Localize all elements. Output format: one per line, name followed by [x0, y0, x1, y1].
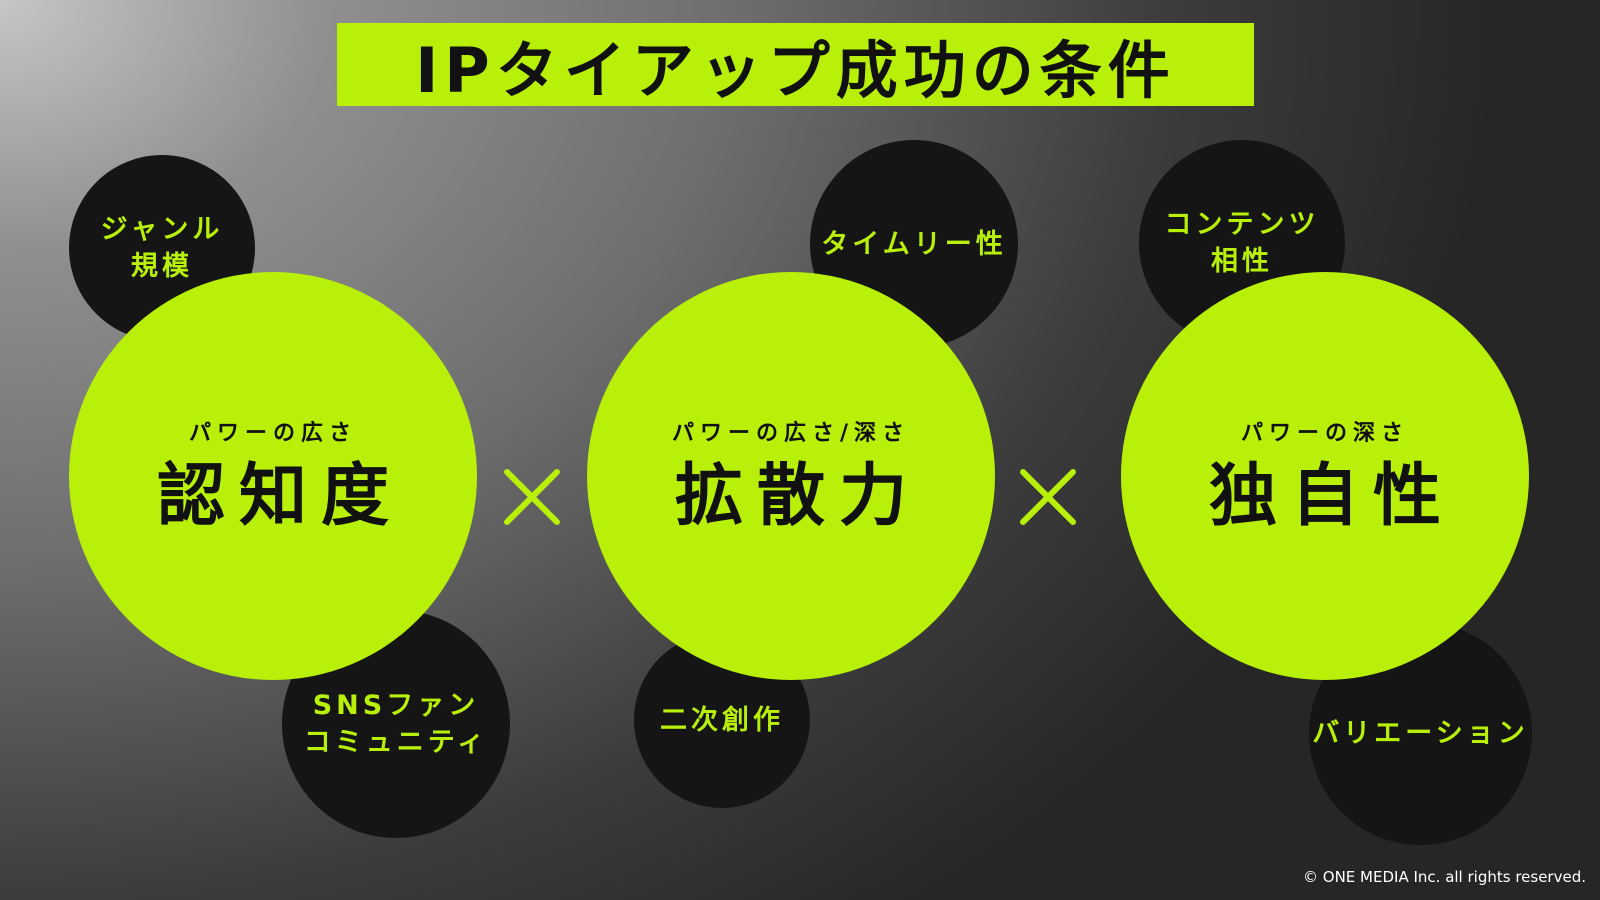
pillar-subtitle: パワーの深さ — [1240, 421, 1409, 446]
multiply-icon — [1020, 469, 1076, 525]
pillar-subtitle: パワーの広さ — [188, 421, 357, 446]
pillar-awareness: パワーの広さ 認知度 — [69, 272, 477, 680]
copyright-notice: © ONE MEDIA Inc. all rights reserved. — [1303, 868, 1586, 886]
factor-label: コンテンツ 相性 — [1164, 209, 1320, 277]
factor-label: タイムリー性 — [821, 228, 1007, 260]
page-title: IPタイアップ成功の条件 — [415, 33, 1176, 107]
pillar-label: 拡散力 — [674, 457, 921, 536]
factor-label: ジャンル 規模 — [100, 214, 224, 282]
factor-sns-fan-community: SNSファン コミュニティ — [282, 610, 510, 838]
factor-label: 二次創作 — [660, 704, 784, 736]
title-banner: IPタイアップ成功の条件 — [337, 23, 1254, 107]
factor-label: SNSファン コミュニティ — [303, 690, 489, 758]
pillar-label: 認知度 — [156, 457, 403, 536]
pillar-reach: パワーの広さ/深さ 拡散力 — [587, 272, 995, 680]
factor-label: バリエーション — [1312, 718, 1529, 749]
pillar-uniqueness: パワーの深さ 独自性 — [1121, 272, 1529, 680]
pillar-label: 独自性 — [1208, 457, 1455, 536]
pillar-subtitle: パワーの広さ/深さ — [671, 421, 911, 446]
multiply-icon — [504, 469, 560, 525]
